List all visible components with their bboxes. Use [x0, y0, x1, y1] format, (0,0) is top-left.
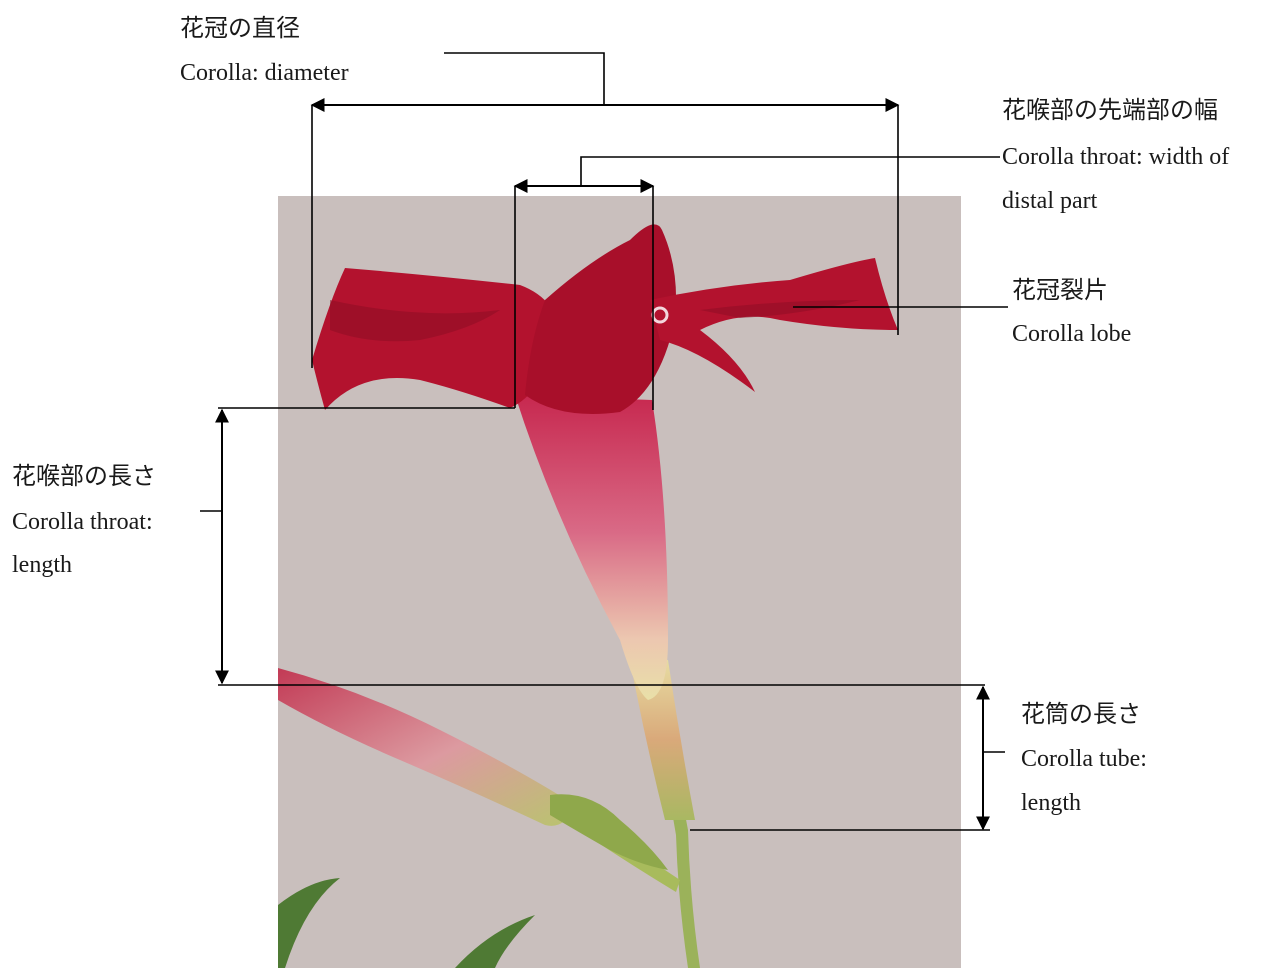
corolla-diameter-dimension — [310, 52, 900, 368]
corolla-throat — [515, 395, 668, 700]
corolla-diameter-label-en: Corolla: diameter — [180, 60, 349, 86]
throat-width-label-en-1: Corolla throat: width of — [1002, 144, 1229, 170]
corolla-lobe-label-ja: 花冠裂片 — [1012, 277, 1108, 304]
petal-shading-right — [700, 300, 860, 318]
corolla-lobe-center — [525, 224, 677, 414]
leaf-lower — [455, 915, 535, 968]
petal-shading — [330, 300, 500, 342]
tube-length-label-ja: 花筒の長さ — [1021, 701, 1141, 728]
leaf-left — [278, 878, 340, 968]
throat-width-label-en-2: distal part — [1002, 188, 1098, 214]
throat-width-dimension — [513, 156, 1000, 410]
corolla-lobe-left — [312, 268, 560, 410]
flower-bud — [278, 668, 575, 826]
throat-length-dimension — [200, 407, 985, 686]
tube-length-label-en-2: length — [1021, 790, 1081, 816]
corolla-lobe-label-en: Corolla lobe — [1012, 321, 1131, 347]
throat-length-label-ja: 花喉部の長さ — [12, 463, 156, 490]
throat-width-label-ja: 花喉部の先端部の幅 — [1002, 97, 1218, 124]
tube-length-label-en-1: Corolla tube: — [1021, 746, 1147, 772]
stem — [650, 690, 700, 968]
tube-length-dimension — [690, 685, 1005, 831]
corolla-lobe-right — [650, 258, 898, 392]
corolla-diameter-label-ja: 花冠の直径 — [180, 15, 300, 42]
corolla-tube — [630, 660, 695, 820]
throat-length-label-en-2: length — [12, 552, 72, 578]
bud-sepals — [550, 794, 668, 870]
throat-length-label-en-1: Corolla throat: — [12, 509, 153, 535]
